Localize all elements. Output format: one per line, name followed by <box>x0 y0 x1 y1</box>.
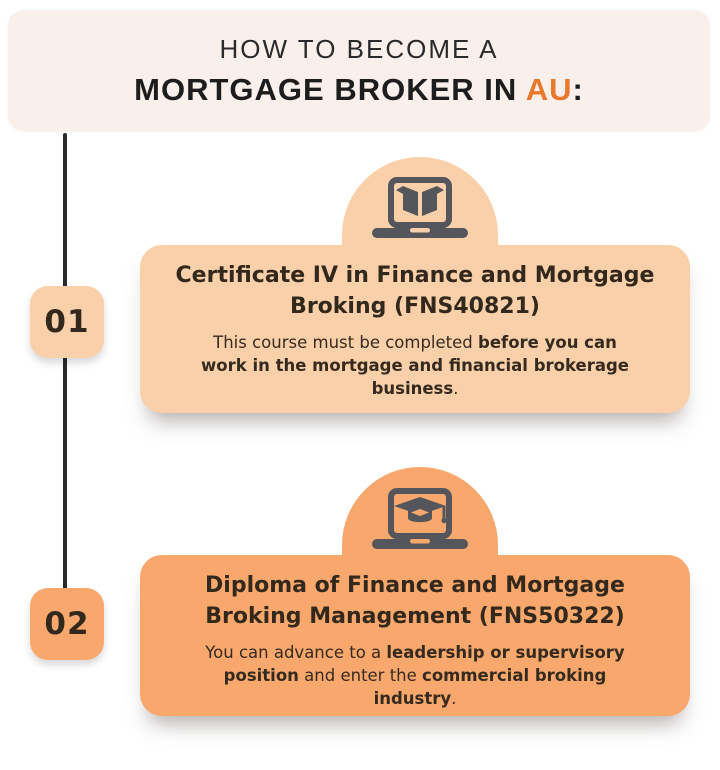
step-1-card: Certificate IV in Finance and Mortgage B… <box>140 245 690 413</box>
header-banner: HOW TO BECOME A MORTGAGE BROKER IN AU: <box>8 10 710 131</box>
step-2-title-line1: Diploma of Finance and Mortgage <box>205 573 625 598</box>
laptop-graduation-cap-icon <box>372 488 468 549</box>
step-1-number-badge: 01 <box>30 286 104 358</box>
step-1-description: This course must be completed before you… <box>201 333 629 398</box>
header-title: MORTGAGE BROKER IN AU: <box>134 72 584 108</box>
step-2-title: Diploma of Finance and Mortgage Broking … <box>140 570 690 632</box>
header-title-suffix: : <box>572 71 584 107</box>
header-title-highlight: AU <box>525 71 573 107</box>
step-2-number-badge: 02 <box>30 588 104 660</box>
step-1-title-line1: Certificate IV in Finance and Mortgage <box>175 263 655 288</box>
step-2-number: 02 <box>44 606 90 642</box>
timeline-line <box>63 133 67 590</box>
step-1-title: Certificate IV in Finance and Mortgage B… <box>140 260 690 322</box>
step-2-description: You can advance to a leadership or super… <box>205 643 625 708</box>
header-title-prefix: MORTGAGE BROKER IN <box>134 71 526 107</box>
header-subtitle: HOW TO BECOME A <box>219 33 499 64</box>
step-2-card: Diploma of Finance and Mortgage Broking … <box>140 555 690 716</box>
step-1-number: 01 <box>44 304 90 340</box>
laptop-open-book-icon <box>372 177 468 238</box>
step-2-title-line2: Broking Management (FNS50322) <box>205 604 625 629</box>
step-1-title-line2: Broking (FNS40821) <box>290 294 540 319</box>
